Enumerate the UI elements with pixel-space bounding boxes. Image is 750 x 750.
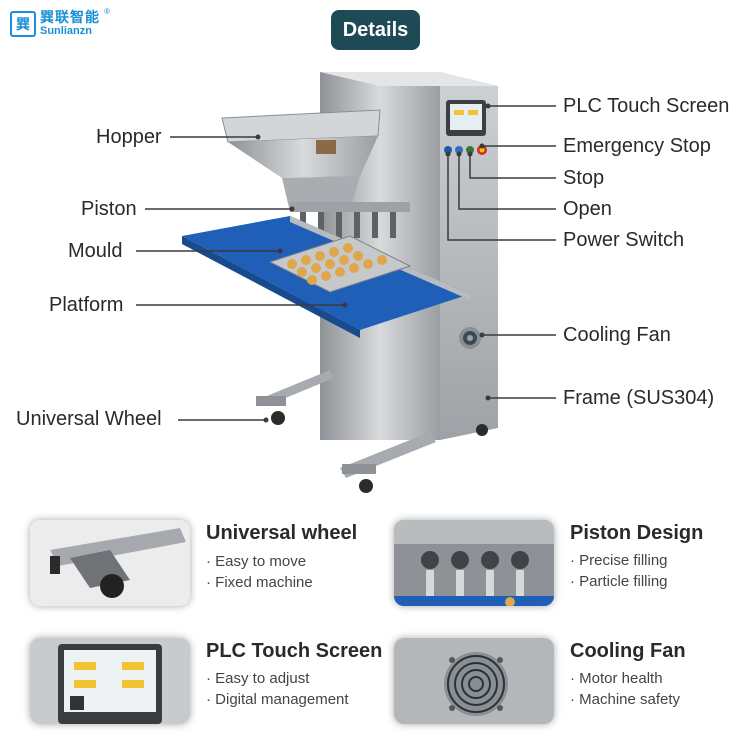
- brand-logo: 巽 巽联智能 Sunlianzn ®: [10, 8, 110, 37]
- registered-mark: ®: [104, 7, 110, 16]
- feature-title-universal-wheel: Universal wheel: [206, 522, 358, 544]
- logo-icon: 巽: [10, 10, 36, 37]
- feature-title-cooling-fan: Cooling Fan: [570, 640, 686, 662]
- machine-illustration: [136, 72, 556, 493]
- feature-title-plc-touch-screen: PLC Touch Screen: [206, 640, 383, 662]
- cooling-fan: [459, 327, 481, 349]
- feature-item-fixed-machine: · Fixed machine: [206, 574, 313, 591]
- leader-dots-left: [255, 134, 348, 423]
- feature-item-easy-to-adjust: · Easy to adjust: [206, 670, 310, 687]
- feature-item-digital-management: · Digital management: [206, 691, 349, 708]
- leader-lines-left: [136, 136, 345, 421]
- callout-power-switch: Power Switch: [563, 229, 685, 251]
- plc-touch-screen-photo: [30, 638, 190, 724]
- mould-tray: [268, 235, 412, 293]
- logo-english-text: Sunlianzn: [40, 25, 92, 37]
- cooling-fan-photo: [394, 638, 554, 724]
- leader-dots-right: [445, 103, 491, 401]
- callout-platform: Platform: [49, 294, 124, 316]
- callout-cooling-fan: Cooling Fan: [563, 324, 671, 346]
- plc-screen: [446, 100, 486, 136]
- control-buttons: [444, 145, 487, 155]
- legs-and-wheels: [256, 370, 488, 493]
- callout-hopper: Hopper: [96, 126, 162, 148]
- callout-open: Open: [563, 198, 612, 220]
- feature-item-easy-to-move: · Easy to move: [206, 553, 307, 570]
- callout-stop: Stop: [563, 167, 605, 189]
- feature-item-particle-filling: · Particle filling: [570, 573, 668, 590]
- callout-plc-touch-screen: PLC Touch Screen: [563, 95, 730, 117]
- feature-item-precise-filling: · Precise filling: [570, 552, 668, 569]
- callout-frame: Frame (SUS304): [563, 387, 715, 409]
- callout-mould: Mould: [68, 240, 123, 262]
- callout-emergency-stop: Emergency Stop: [563, 135, 711, 157]
- feature-item-machine-safety: · Machine safety: [570, 691, 681, 708]
- feature-title-piston-design: Piston Design: [570, 522, 704, 544]
- callout-piston: Piston: [81, 198, 137, 220]
- piston-design-photo: [394, 520, 554, 606]
- feature-item-motor-health: · Motor health: [570, 670, 663, 687]
- leader-lines-right: [447, 105, 556, 399]
- callout-universal-wheel: Universal Wheel: [16, 408, 162, 430]
- universal-wheel-photo: [30, 520, 190, 606]
- logo-chinese-text: 巽联智能: [40, 9, 100, 25]
- details-title-badge: Details: [331, 10, 420, 50]
